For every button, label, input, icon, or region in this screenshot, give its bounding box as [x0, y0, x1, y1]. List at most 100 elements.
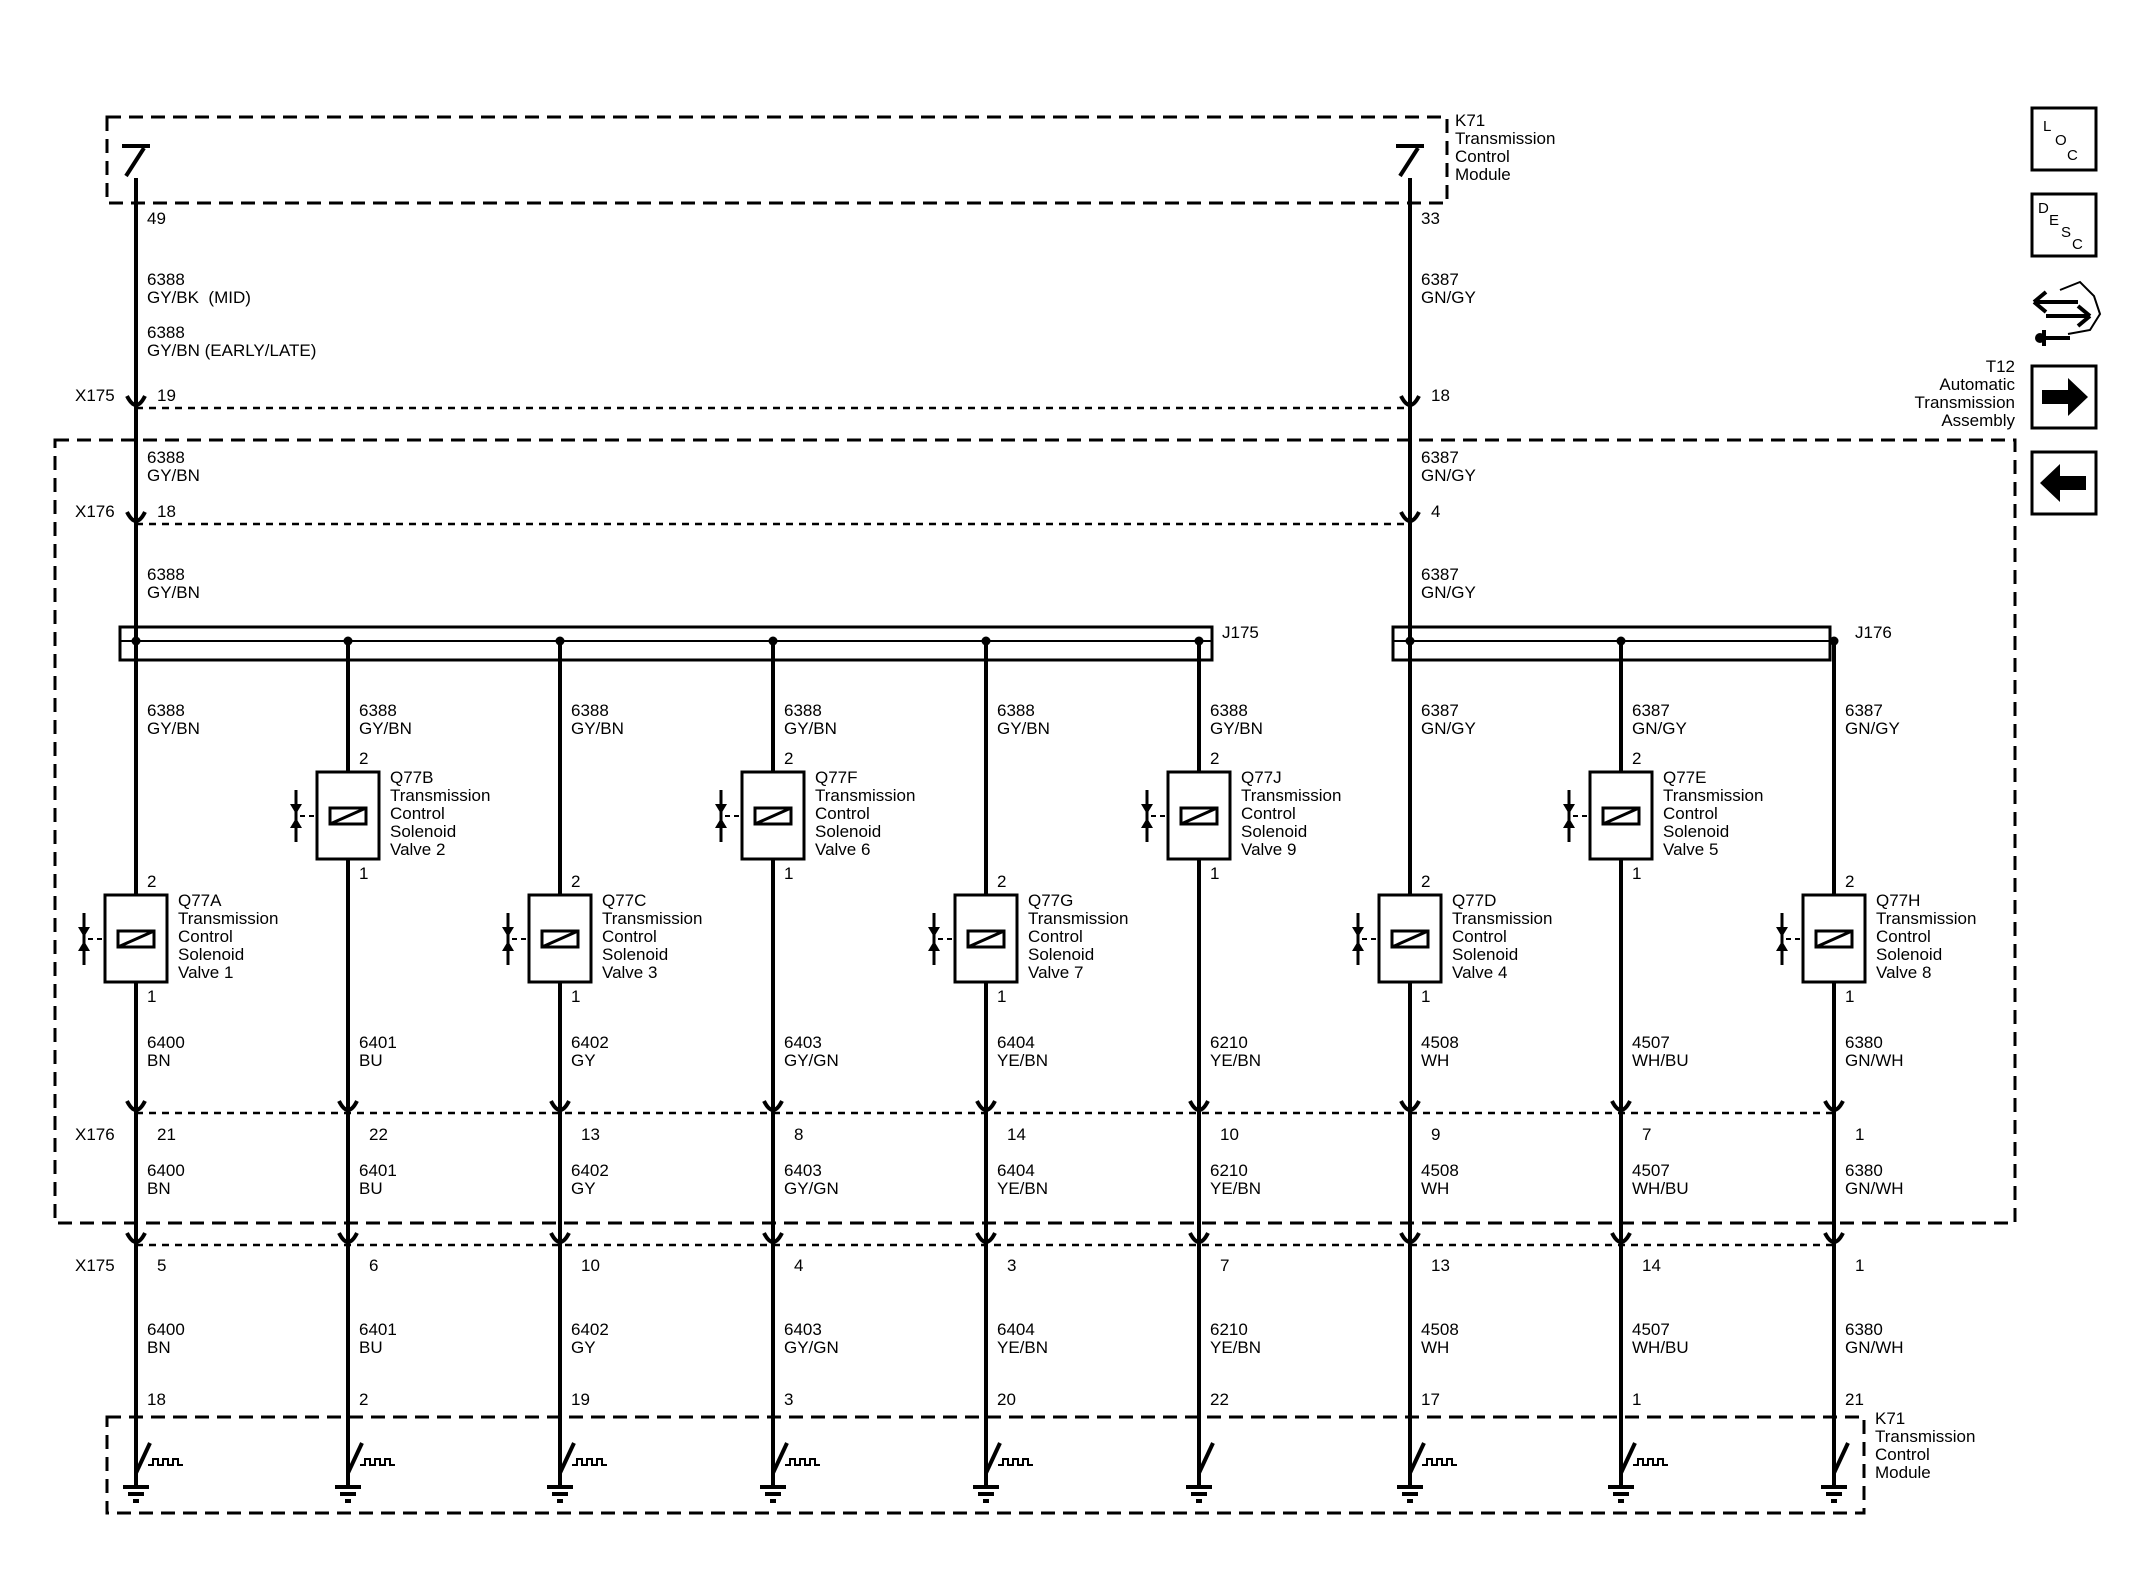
right-wire-2-color: GN/GY	[1421, 466, 1476, 485]
feed-color: GN/GY	[1632, 719, 1687, 738]
x175-terminal	[1399, 1232, 1421, 1257]
solenoid-name-line: Control	[815, 804, 870, 823]
left-x175-pin: 19	[157, 386, 176, 405]
x176-terminal	[1823, 1100, 1845, 1125]
wire-color: WH	[1421, 1051, 1449, 1070]
solenoid-q77b	[290, 770, 381, 861]
solenoid-name-line: Transmission	[1663, 786, 1763, 805]
wire-color: GY	[571, 1179, 596, 1198]
solenoid-name-line: Solenoid	[1028, 945, 1094, 964]
solenoid-pin-1: 1	[147, 987, 156, 1006]
k71-top-box	[105, 115, 1449, 205]
solenoid-name-line: Valve 7	[1028, 963, 1083, 982]
solenoid-name-line: Solenoid	[390, 822, 456, 841]
wire-color: BN	[147, 1051, 171, 1070]
driver-switch	[1408, 1442, 1426, 1474]
solenoid-name-line: Control	[1241, 804, 1296, 823]
k71-top-label: K71 Transmission Control Module	[1455, 111, 1555, 184]
solenoid-name-line: Control	[390, 804, 445, 823]
x176-pin: 14	[1007, 1125, 1026, 1144]
x175-pin: 1	[1855, 1256, 1864, 1275]
branch-q77g: 6388GY/BN21Q77GTransmissionControlSoleno…	[928, 636, 1128, 1503]
driver-switch	[984, 1442, 1002, 1474]
solenoid-name-line: Transmission	[1876, 909, 1976, 928]
solenoid-name-line: Transmission	[815, 786, 915, 805]
feed-circuit: 6388	[147, 701, 185, 720]
left-wire-3-color: GY/BN	[147, 583, 200, 602]
branch-q77a: 6388GY/BN21Q77ATransmissionControlSoleno…	[78, 636, 278, 1503]
wire-circuit: 4507	[1632, 1320, 1670, 1339]
solenoid-name-line: Transmission	[390, 786, 490, 805]
splice-j176	[1391, 625, 1832, 662]
svg-text:Transmission: Transmission	[1455, 129, 1555, 148]
x176-terminal	[762, 1100, 784, 1125]
feed-color: GY/BN	[1210, 719, 1263, 738]
wire-color: GY	[571, 1338, 596, 1357]
wire-circuit: 6210	[1210, 1161, 1248, 1180]
wire-circuit: 6400	[147, 1161, 185, 1180]
driver-switch	[558, 1442, 576, 1474]
solenoid-ref: Q77F	[815, 768, 858, 787]
wire-color: BU	[359, 1179, 383, 1198]
arrow-left-icon[interactable]	[2030, 450, 2098, 516]
pwm-waveform-icon	[1633, 1458, 1668, 1466]
feed-color: GY/BN	[997, 719, 1050, 738]
splice-j175	[118, 625, 1214, 662]
branch-q77e: 6387GN/GY21Q77ETransmissionControlSoleno…	[1563, 636, 1763, 1503]
diagnostic-icon[interactable]	[2032, 280, 2102, 346]
x175-terminal	[337, 1232, 359, 1257]
solenoid-name-line: Valve 2	[390, 840, 445, 859]
left-wire-3-circuit: 6388	[147, 565, 185, 584]
solenoid-pin-2: 2	[1632, 749, 1641, 768]
svg-text:Transmission: Transmission	[1915, 393, 2015, 412]
solenoid-pin-1: 1	[784, 864, 793, 883]
left-wire-2-color: GY/BN	[147, 466, 200, 485]
x175-top-label: X175	[75, 386, 115, 405]
x175-terminal	[762, 1232, 784, 1257]
right-x175-pin: 18	[1431, 386, 1450, 405]
svg-text:E: E	[2049, 212, 2059, 229]
pwm-waveform-icon	[998, 1458, 1033, 1466]
branch-q77j: 6388GY/BN21Q77JTransmissionControlSoleno…	[1141, 636, 1341, 1503]
right-x175-terminal	[1399, 395, 1421, 420]
x176-terminal	[1610, 1100, 1632, 1125]
feed-circuit: 6388	[997, 701, 1035, 720]
loc-icon[interactable]: L O C	[2030, 106, 2098, 172]
right-x176-pin: 4	[1431, 502, 1440, 521]
driver-switch	[1619, 1442, 1637, 1474]
desc-icon[interactable]: D E S C	[2030, 192, 2098, 258]
solenoid-pin-1: 1	[1210, 864, 1219, 883]
solenoid-name-line: Solenoid	[1452, 945, 1518, 964]
svg-text:Control: Control	[1875, 1445, 1930, 1464]
feed-circuit: 6388	[359, 701, 397, 720]
x176-terminal	[975, 1100, 997, 1125]
solenoid-name-line: Transmission	[178, 909, 278, 928]
arrow-right-icon[interactable]	[2030, 364, 2098, 430]
solenoid-q77f	[715, 770, 806, 861]
solenoid-name-line: Control	[1663, 804, 1718, 823]
right-wire-1-circuit: 6387	[1421, 270, 1459, 289]
x176-terminal	[549, 1100, 571, 1125]
right-wire-1-color: GN/GY	[1421, 288, 1476, 307]
k71-pin: 2	[359, 1390, 368, 1409]
wire-circuit: 6402	[571, 1161, 609, 1180]
solenoid-pin-2: 2	[784, 749, 793, 768]
wire-color: WH/BU	[1632, 1051, 1689, 1070]
k71-pin: 1	[1632, 1390, 1641, 1409]
feed-color: GN/GY	[1845, 719, 1900, 738]
wire-circuit: 6400	[147, 1033, 185, 1052]
solenoid-name-line: Control	[1028, 927, 1083, 946]
branch-q77h: 6387GN/GY21Q77HTransmissionControlSoleno…	[1776, 636, 1976, 1503]
wire-circuit: 4507	[1632, 1033, 1670, 1052]
solenoid-name-line: Solenoid	[1663, 822, 1729, 841]
wire-circuit: 4508	[1421, 1161, 1459, 1180]
wire-circuit: 6380	[1845, 1033, 1883, 1052]
solenoid-name-line: Transmission	[1241, 786, 1341, 805]
svg-text:C: C	[2072, 236, 2083, 253]
solenoid-name-line: Valve 3	[602, 963, 657, 982]
x175-terminal	[1823, 1232, 1845, 1257]
x175-terminal	[125, 1232, 147, 1257]
right-wire-2-circuit: 6387	[1421, 448, 1459, 467]
x175-pin: 13	[1431, 1256, 1450, 1275]
solenoid-pin-1: 1	[359, 864, 368, 883]
